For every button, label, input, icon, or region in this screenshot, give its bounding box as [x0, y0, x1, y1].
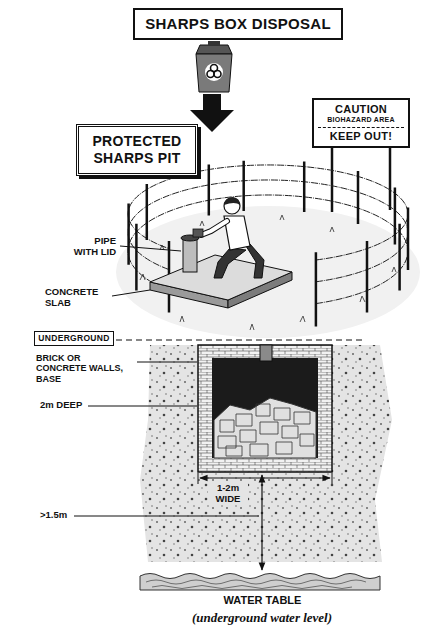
dimension-label: >1.5m	[40, 510, 69, 521]
sharps-box-outlines	[218, 404, 314, 456]
grass-ground	[116, 206, 420, 338]
water-label: WATER TABLE	[223, 594, 302, 607]
width-dimension	[200, 477, 330, 478]
dimension-label: 2m DEEP	[40, 400, 84, 411]
heading-box: SHARPS BOX DISPOSAL	[133, 8, 343, 40]
biohazard-symbol	[207, 71, 214, 78]
leader-line	[88, 406, 197, 407]
sign-text: KEEP OUT!	[318, 130, 404, 143]
part-label: BRICK OR CONCRETE WALLS, BASE	[36, 353, 132, 384]
worker-head	[224, 198, 240, 214]
leader-line	[120, 246, 181, 251]
dimension-label: 1-2m WIDE	[208, 483, 248, 505]
sharps-box-body	[196, 54, 232, 92]
soil	[140, 345, 392, 562]
sharps-box-pile	[214, 398, 316, 458]
sign-post	[389, 140, 392, 210]
pipe	[183, 238, 197, 272]
part-label: CONCRETE SLAB	[45, 287, 107, 309]
biohazard-symbol	[214, 71, 221, 78]
leader-line	[137, 362, 197, 363]
water-ripple	[146, 580, 366, 584]
leader-line	[74, 516, 259, 517]
pit-cavity	[212, 358, 318, 458]
part-label: PIPE WITH LID	[71, 236, 116, 258]
worker-arm	[201, 221, 227, 235]
warning-sign: CAUTIONBIOHAZARD AREA KEEP OUT!	[312, 98, 410, 148]
tag-text: UNDERGROUND	[38, 333, 110, 343]
sign-text: BIOHAZARD AREA	[318, 116, 404, 127]
worker-leg	[214, 248, 246, 278]
sharps-box-handle	[208, 41, 220, 45]
soil-texture	[140, 345, 392, 562]
biohazard-symbol	[205, 63, 223, 81]
water-table	[140, 574, 380, 591]
worker-hair	[224, 197, 240, 205]
section-tag: UNDERGROUND	[34, 331, 114, 346]
pit-pipe	[260, 345, 272, 361]
leader-line	[112, 290, 150, 296]
held-sharps-box	[193, 229, 203, 237]
label-box: PROTECTED SHARPS PIT	[76, 124, 198, 176]
heading-text: SHARPS BOX DISPOSAL	[145, 15, 331, 33]
fence-posts	[129, 161, 408, 327]
worker-arm	[201, 221, 227, 235]
sign-text: CAUTION	[318, 103, 404, 116]
water-ripple	[152, 586, 352, 589]
ground-line	[116, 339, 362, 340]
dimension-tick	[198, 473, 199, 484]
box-text: PROTECTED SHARPS PIT	[87, 133, 187, 167]
pit-walls	[198, 345, 332, 472]
caption: (underground water level)	[191, 611, 333, 626]
worker-leg	[246, 244, 264, 278]
depth-to-water-dimension	[261, 475, 262, 570]
sharps-box-lid	[196, 45, 232, 54]
dimension-tick	[332, 473, 333, 484]
